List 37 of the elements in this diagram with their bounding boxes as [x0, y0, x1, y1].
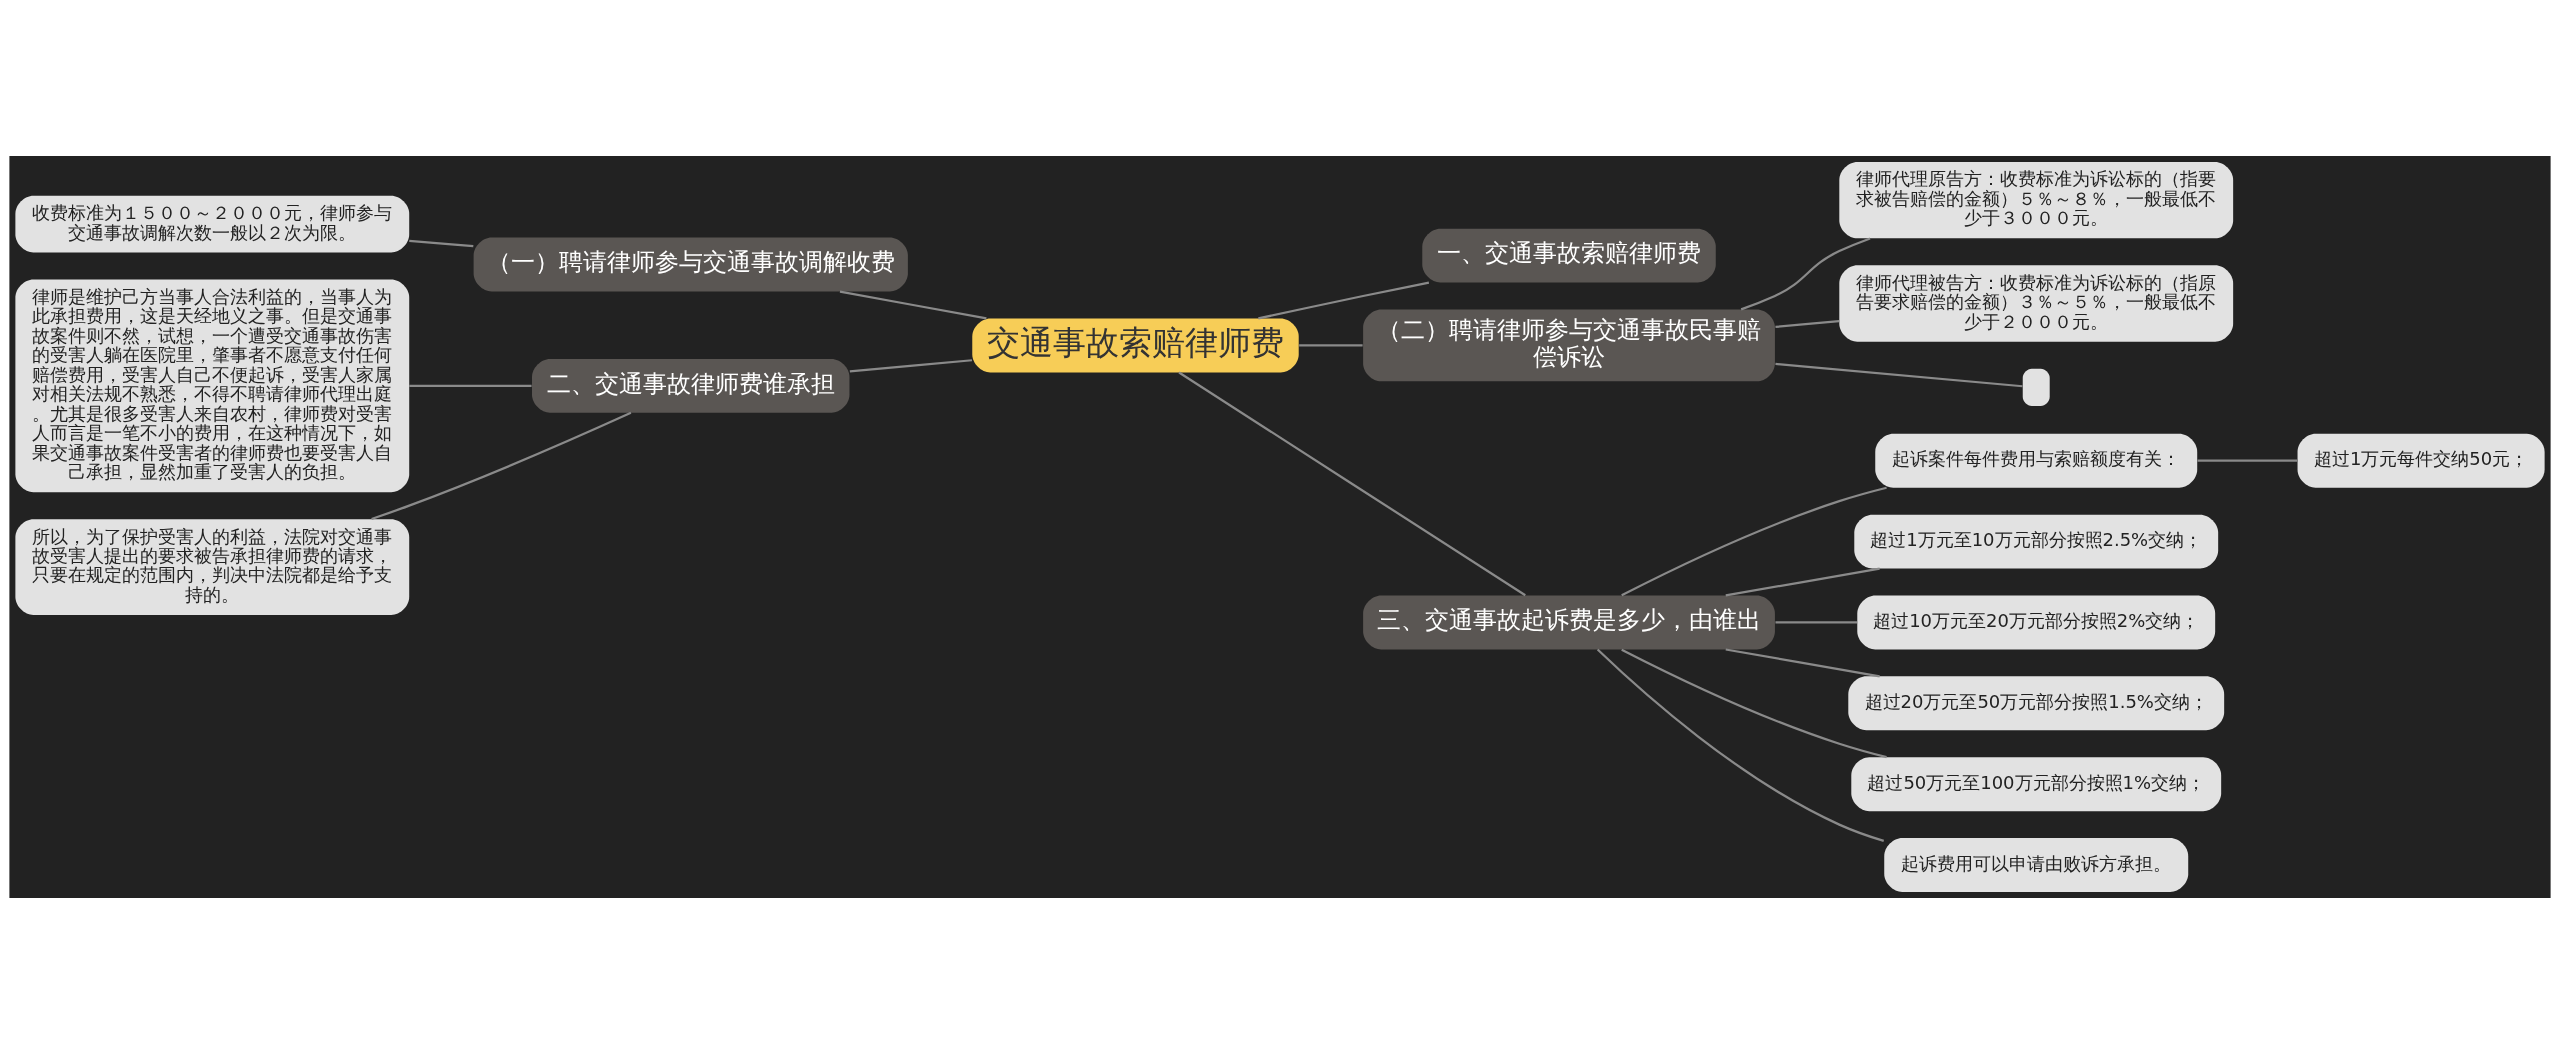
node-box: 律师代理原告方：收费标准为诉讼标的（指要求被告赔偿的金额）５％～８％，一般最低不少于３０００元。	[1839, 161, 2234, 238]
connector	[1299, 343, 1363, 347]
node-box: 起诉费用可以申请由败诉方承担。	[1884, 837, 2189, 892]
connector	[409, 384, 532, 387]
node-box: 所以，为了保护受害人的利益，法院对交通事故受害人提出的要求被告承担律师费的请求，只要在规定的范围内，判决中法院都是给予支持的。	[15, 518, 410, 615]
node-box: 超过10万元至20万元部分按照2%交纳；	[1857, 595, 2216, 649]
node-box	[2022, 368, 2050, 406]
connector	[1775, 319, 1840, 328]
connector	[1740, 236, 1871, 310]
connector	[1621, 648, 1887, 758]
connector	[1775, 620, 1858, 624]
node-box: 超过1万元至10万元部分按照2.5%交纳；	[1854, 514, 2219, 569]
node-box: 交通事故索赔律师费	[972, 318, 1299, 372]
node-box: 超过1万元每件交纳50元；	[2297, 433, 2545, 488]
node-box: 律师是维护己方当事人合法利益的，当事人为此承担费用，这是天经地义之事。但是交通事故案件则不然，试想，一个遭受交通事故伤害的受害人躺在医院里，肇事者不愿意支付任何赔偿费用，受害人自己不便起诉，受害人家属对相关法规不熟悉，不得不聘请律师代理出庭。尤其是很多受害人来自农村，律师费对受害人而言是一笔不小的费用，在这种情况下，如果交通事故案件受害者的律师费也要受害人自己承担，显然加重了受害人的负担。	[15, 279, 410, 492]
node-box: 起诉案件每件费用与索赔额度有关：	[1875, 433, 2198, 488]
connector	[1258, 281, 1430, 320]
connector	[1775, 362, 2023, 387]
node-box: 超过50万元至100万元部分按照1%交纳；	[1851, 756, 2222, 811]
connector	[1178, 371, 1526, 596]
connector	[849, 358, 973, 373]
node-box: （二）聘请律师参与交通事故民事赔偿诉讼	[1363, 309, 1775, 381]
connector	[1725, 567, 1880, 597]
connector	[1621, 486, 1887, 596]
node-box: 律师代理被告方：收费标准为诉讼标的（指原告要求赔偿的金额）３％～５％，一般最低不少于２０００元。	[1839, 264, 2234, 342]
connector	[1596, 648, 1885, 842]
node-box: （一）聘请律师参与交通事故调解收费	[473, 237, 908, 291]
node-box: 收费标准为１５００～２０００元，律师参与交通事故调解次数一般以２次为限。	[15, 195, 410, 253]
connector	[409, 239, 474, 247]
node-box: 三、交通事故起诉费是多少，由谁出	[1363, 595, 1775, 649]
connector	[2197, 459, 2298, 462]
connector	[371, 411, 632, 520]
node-box: 一、交通事故索赔律师费	[1422, 228, 1716, 283]
node-box: 超过20万元至50万元部分按照1.5%交纳；	[1848, 675, 2225, 730]
node-box: 二、交通事故律师费谁承担	[532, 358, 850, 413]
connector	[839, 290, 987, 320]
connector	[1725, 647, 1880, 677]
